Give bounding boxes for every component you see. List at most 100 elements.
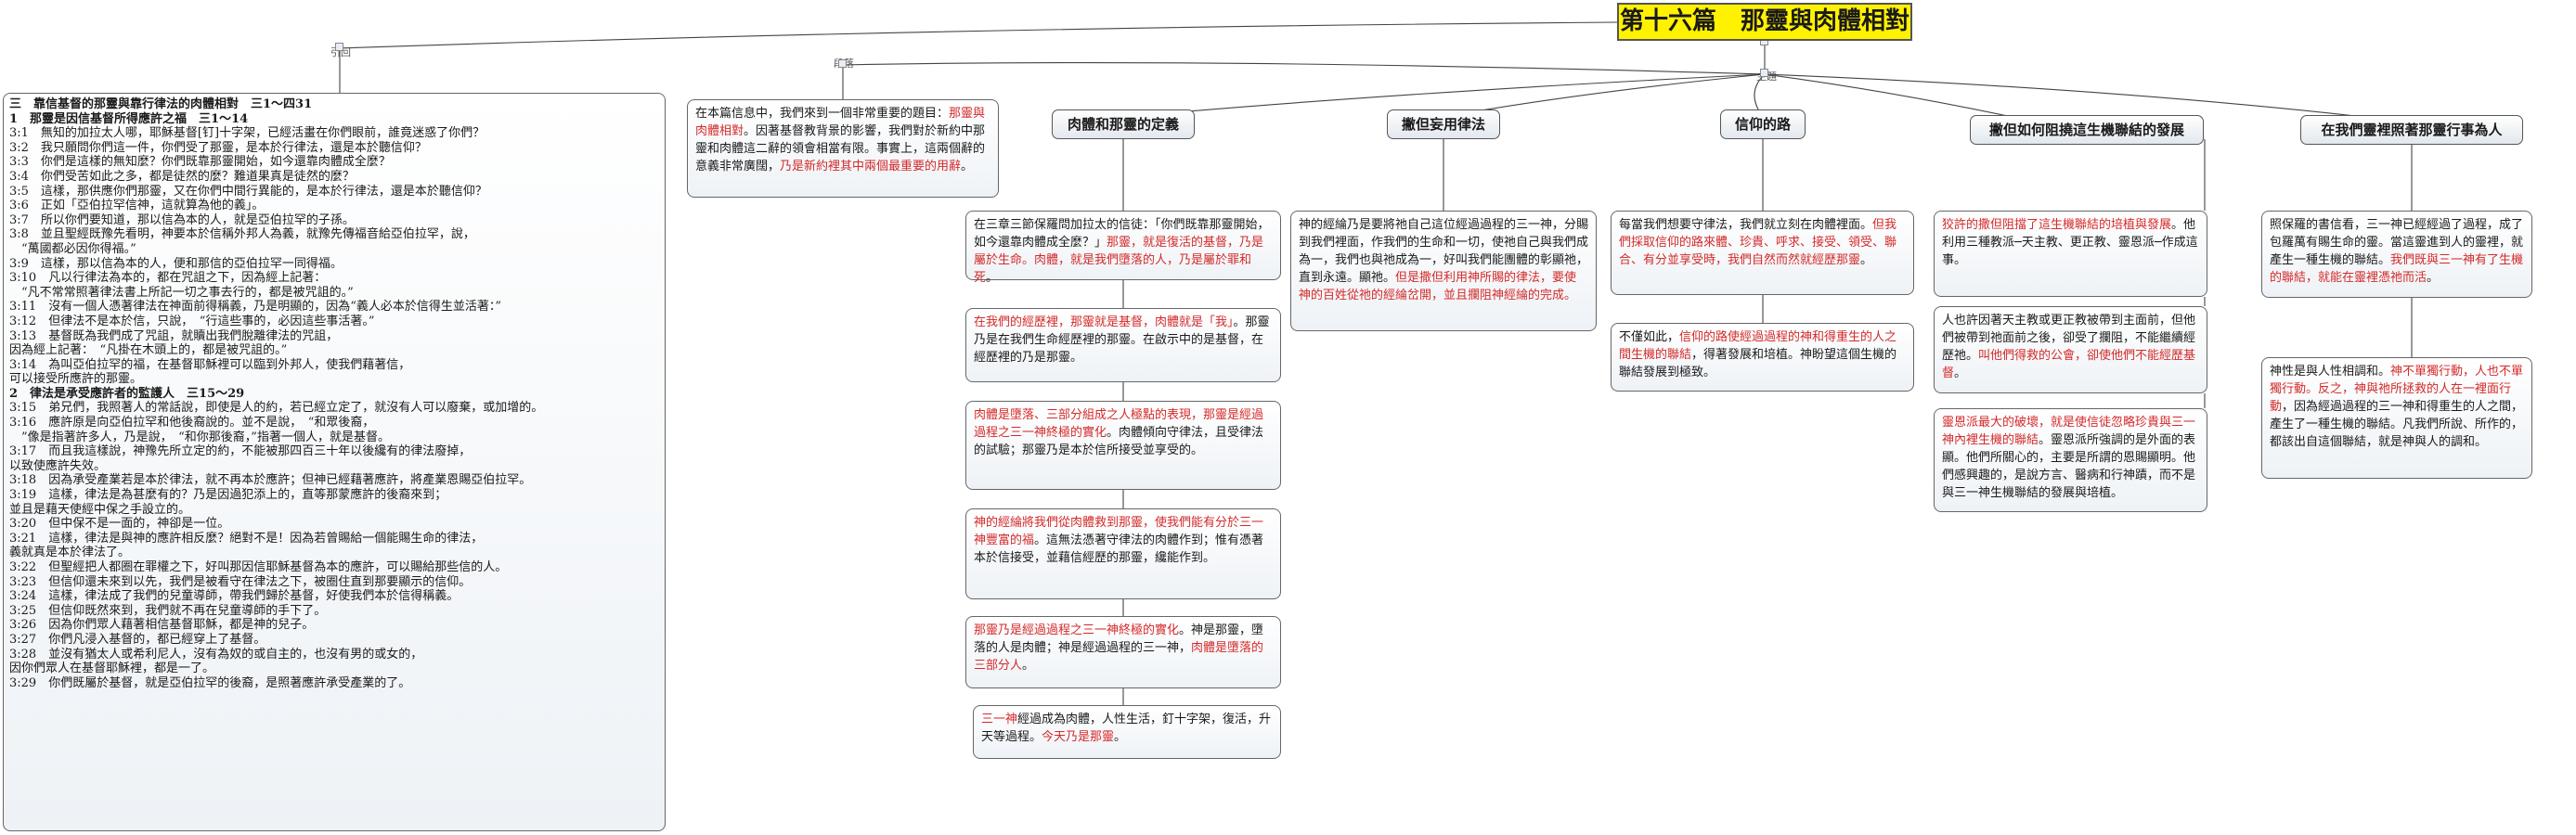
header-faith-path[interactable]: 信仰的路 [1720,109,1806,139]
body-text: 每當我們想要守律法，我們就立刻在肉體裡面。 [1619,218,1873,232]
body-text: 。他利用三種教派─天主教、更正教、靈恩派─作成這事。 [1942,218,2198,267]
highlighted-text: 那靈與肉體相對 [695,107,986,138]
verse-line: “萬國都必因你得福。” [9,241,136,256]
header-law-misuse[interactable]: 撇但妄用律法 [1387,109,1500,139]
highlighted-text: 我們既與三一神有了生機的聯結，就能在靈裡憑祂而活 [2270,253,2524,285]
verse-line: 3:19 這樣，律法是為甚麼有的？乃是因過犯添上的，直等那蒙應許的後裔來到； [9,488,447,503]
hindrance-box-1: 狡許的撒但阻擋了這生機聯結的培植與發展。他利用三種教派─天主教、更正教、靈恩派─… [1934,211,2207,297]
left-branch-node[interactable] [335,43,343,51]
verse-line: 3:11 沒有一個人憑著律法在神面前得稱義，乃是明顯的，因為“義人必本於信得生並… [9,300,501,315]
verse-line: 3:9 這樣，那以信為本的人，便和那信的亞伯拉罕一同得福。 [9,256,343,271]
highlighted-text: 乃是新約裡其中兩個最重要的用辭 [780,160,962,173]
body-text: 。 [1114,730,1127,744]
highlighted-text: 肉體是墮落、三部分組成之人極點的表現，那靈是經過過程之三一神終極的實化 [974,408,1264,440]
header-walk-by-spirit[interactable]: 在我們靈裡照著那靈行事為人 [2300,115,2523,145]
verse-line: 3:26 因為你們眾人藉著相信基督耶穌，都是神的兒子。 [9,618,315,633]
highlighted-text: 在我們的經歷裡，那靈就是基督，肉體就是「我」 [974,315,1234,329]
verse-line: 3:3 你們是這樣的無知麼？你們既靠那靈開始，如今還靠肉體成全麼？ [9,155,391,170]
section-heading: 2 律法是承受應許者的監護人 三15～29 [9,386,245,401]
body-text: 照保羅的書信看，三一神已經經過了過程，成了包羅萬有賜生命的靈。當這靈進到人的靈裡… [2270,218,2524,267]
body-text: 。 [961,160,974,173]
highlighted-text: 神不單獨行動，人也不單獨行動。反之，神與祂所拯救的人在一裡面行動 [2270,365,2524,414]
verse-line: “凡不常常照著律法書上所記一切之事去行的，都是被咒詛的。” [9,285,354,300]
verse-line: 並且是藉天使經中保之手設立的。 [9,502,191,517]
verse-line: 因你們眾人在基督耶穌裡，都是一了。 [9,662,215,676]
verse-line: ”像是指著許多人，乃是說， “和你那後裔，”指著一個人，就是基督。 [9,430,390,444]
body-text: 在本篇信息中，我們來到一個非常重要的題目： [695,107,950,121]
definition-box-1: 在三章三節保羅問加拉太的信徒：「你們既靠那靈開始，如今還靠肉體成全麼？」那靈，就… [965,211,1281,285]
body-text: ，得著發展和培植。神盼望這個生機的聯結發展到極致。 [1619,348,1897,379]
highlighted-text: 靈恩派最大的破壞，就是使信徒忽略珍貴與三一神內裡生機的聯結 [1942,416,2196,447]
walk-box-1: 照保羅的書信看，三一神已經經過了過程，成了包羅萬有賜生命的靈。當這靈進到人的靈裡… [2261,211,2532,298]
highlighted-text: 今天乃是那靈 [1042,730,1115,744]
definition-box-2: 在我們的經歷裡，那靈就是基督，肉體就是「我」。那靈乃是在我們生命經歷裡的那靈。在… [965,308,1281,382]
highlighted-text: 但是撒但利用神所賜的律法，要使神的百姓從祂的經綸岔開，並且攔阻神經綸的完成。 [1299,271,1577,302]
verse-line: 3:4 你們受苦如此之多，都是徒然的麼？難道果真是徒然的麼？ [9,169,355,184]
body-text: 在三章三節保羅問加拉太的信徒：「你們既靠那靈開始，如今還靠肉體成全麼？」 [974,218,1270,250]
verse-line: 3:28 並沒有猶太人或希利尼人，沒有為奴的或自主的，也沒有男的或女的， [9,647,423,662]
body-text: 。因著基督教背景的影響，我們對於新約中那靈和肉體這二辭的領會相當有限。事實上，這… [695,124,986,173]
definition-box-4: 神的經綸將我們從肉體救到那靈，使我們能有分於三一神豐富的福。這無法憑著守律法的肉… [965,508,1281,599]
verse-line: 3:15 弟兄們，我照著人的常話說，即使是人的約，若已經立定了，就沒有人可以廢棄… [9,401,544,416]
body-text: 。這無法憑著守律法的肉體作到；惟有憑著本於信接受，並藉信經歷的那靈，纔能作到。 [974,533,1264,565]
verse-line: 3:25 但信仰既然來到，我們就不再在兒童導師的手下了。 [9,603,327,618]
verse-line: 因為經上記著： “凡掛在木頭上的，都是被咒詛的。” [9,343,288,358]
body-text: 。那靈乃是在我們生命經歷裡的那靈。在啟示中的是基督，在經歷裡的乃是那靈。 [974,315,1270,365]
verse-line: 3:23 但信仰還未來到以先，我們是被看守在律法之下，被圈住直到那要顯示的信仰。 [9,574,472,589]
verse-line: 3:20 但中保不是一面的，神卻是一位。 [9,517,230,532]
body-text: 神的經綸乃是要將祂自己這位經過過程的三一神，分賜到我們裡面，作我們的生命和一切，… [1299,218,1589,285]
body-text: 。 [986,271,999,285]
hindrance-box-2: 人也許因著天主教或更正教被帶到主面前，但他們被帶到祂面前之後，卻受了攔阻，不能繼… [1934,306,2207,393]
verse-line: 3:7 所以你們要知道，那以信為本的人，就是亞伯拉罕的子孫。 [9,212,355,227]
verse-line: 3:12 但律法不是本於信，只說， “行這些事的，必因這些事活著。” [9,314,375,328]
highlighted-text: 狡許的撒但阻擋了這生機聯結的培植與發展 [1942,218,2172,232]
body-text: 。靈恩派所強調的是外面的表顯。他們所關心的，主要是所謂的恩賜顯明。他們感興趣的，… [1942,433,2196,500]
highlighted-text: 三一神 [981,713,1018,726]
body-text: 。 [1954,366,1967,380]
body-text: 不僅如此， [1619,330,1680,344]
verse-line: 3:29 你們既屬於基督，就是亞伯拉罕的後裔，是照著應許承受產業的了。 [9,675,411,690]
verse-line: 3:10 凡以行律法為本的，都在咒詛之下，因為經上記著： [9,271,327,286]
verse-line: 3:16 應許原是向亞伯拉罕和他後裔說的。並不是說， “和眾後裔， [9,416,375,430]
body-text: 人也許因著天主教或更正教被帶到主面前，但他們被帶到祂面前之後，卻受了攔阻，不能繼… [1942,314,2196,363]
verse-line: 3:8 並且聖經既豫先看明，神要本於信稱外邦人為義，就豫先傳福音給亞伯拉罕，說， [9,227,475,242]
highlighted-text: 那靈，就是復活的基督，乃是屬於生命。肉體，就是我們墮落的人，乃是屬於罪和死 [974,236,1264,285]
intro-branch-node[interactable] [838,59,847,68]
definition-box-6: 三一神經過成為肉體，人性生活，釘十字架，復活，升天等過程。今天乃是那靈。 [973,705,1281,759]
highlighted-text: 那靈乃是經過過程之三一神終極的實化 [974,623,1180,637]
verse-line: 3:27 你們凡浸入基督的，都已經穿上了基督。 [9,632,266,647]
verse-line: 義就真是本於律法了。 [9,546,131,560]
highlighted-text: 肉體是墮落的三部分人 [974,641,1264,673]
verse-line: 3:22 但聖經把人都圈在罪權之下，好叫那因信耶穌基督為本的應許，可以賜給那些信… [9,560,508,574]
body-text: 。 [1860,253,1873,267]
walk-box-2: 神性是與人性相調和。神不單獨行動，人也不單獨行動。反之，神與祂所拯救的人在一裡面… [2261,357,2532,479]
verse-line: 3:13 基督既為我們成了咒詛，就贖出我們脫離律法的咒詛， [9,328,339,343]
hub-node[interactable] [1760,69,1768,77]
law-misuse-box: 神的經綸乃是要將祂自己這位經過過程的三一神，分賜到我們裡面，作我們的生命和一切，… [1290,211,1597,331]
section-heading: 三 靠信基督的那靈與靠行律法的肉體相對 三1～四31 [9,97,313,111]
body-text: ，因為經過過程的三一神和得重生的人之間，產生了一種生機的聯結。凡我們所說、所作的… [2270,400,2524,449]
verse-line: 3:1 無知的加拉太人哪，耶穌基督[钉]十字架，已經活畫在你們眼前，誰竟迷惑了你… [9,126,485,141]
verse-line: 3:6 正如「亞伯拉罕信神，這就算為他的義」。 [9,199,265,213]
hindrance-box-3: 靈恩派最大的破壞，就是使信徒忽略珍貴與三一神內裡生機的聯結。靈恩派所強調的是外面… [1934,408,2207,512]
body-text: 。 [1022,659,1035,673]
verse-line: 可以接受所應許的那靈。 [9,372,143,387]
verse-line: 以致使應許失效。 [9,458,107,473]
body-text: 神性是與人性相調和。 [2270,365,2391,379]
body-text: 。神是那靈，墮落的人是肉體；神是經過過程的三一神， [974,623,1264,655]
verse-line: 3:18 因為承受產業若是本於律法，就不再本於應許；但神已經藉著應許，將產業恩賜… [9,473,532,488]
faith-box-2: 不僅如此，信仰的路使經過過程的神和得重生的人之間生機的聯結，得著發展和培植。神盼… [1611,323,1914,392]
verse-line: 3:5 這樣，那供應你們那靈，又在你們中間行異能的，是本於行律法，還是本於聽信仰… [9,184,487,199]
highlighted-text: 叫他們得救的公會，卻使他們不能經歷基督 [1942,349,2196,380]
highlighted-text: 神的經綸將我們從肉體救到那靈，使我們能有分於三一神豐富的福 [974,516,1264,547]
header-definition[interactable]: 肉體和那靈的定義 [1052,109,1195,139]
body-text: 。肉體傾向守律法，且受律法的試驗；那靈乃是本於信所接受並享受的。 [974,426,1264,457]
verse-line: 3:2 我只願問你們這一件，你們受了那靈，是本於行律法，還是本於聽信仰？ [9,140,427,155]
header-hindrance[interactable]: 撇但如何阻撓這生機聯結的發展 [1970,115,2204,145]
faith-box-1: 每當我們想要守律法，我們就立刻在肉體裡面。但我們採取信仰的路來體、珍貴、呼求、接… [1611,211,1914,295]
highlighted-text: 但我們採取信仰的路來體、珍貴、呼求、接受、領受、聯合、有分並享受時，我們自然而然… [1619,218,1897,267]
body-text: 。 [2427,271,2440,285]
map-title: 第十六篇 那靈與肉體相對 [1617,3,1912,41]
